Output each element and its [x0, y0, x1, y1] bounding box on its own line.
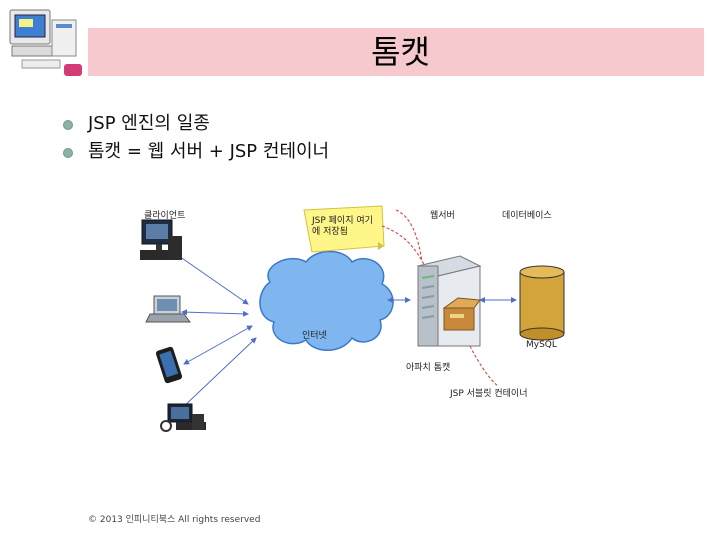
laptop-icon: [145, 295, 191, 323]
database-cylinder-icon: [519, 265, 565, 341]
internet-cloud-icon: [259, 250, 394, 351]
copyright-footer: © 2013 인피니티북스 All rights reserved: [88, 515, 261, 525]
computer-clipart-icon: [9, 9, 82, 76]
container-label: JSP 서블릿 컨테이너: [450, 389, 528, 399]
architecture-diagram: 클라이언트 JSP 페이지 여기에 저장됨 웹서버 데이터베이스 인터넷 아파치…: [120, 196, 590, 456]
internet-label: 인터넷: [302, 331, 327, 341]
bullet-text: JSP 엔진의 일종: [88, 113, 210, 134]
tomcat-label: 아파치 톰캣: [406, 363, 451, 373]
sticky-note-icon: [303, 205, 385, 253]
bullet-dot-icon: [63, 120, 73, 130]
bullet-item: 톰캣 = 웹 서버 + JSP 컨테이너: [60, 138, 329, 166]
note-label: JSP 페이지 여기에 저장됨: [312, 216, 373, 237]
bullet-list: JSP 엔진의 일종 톰캣 = 웹 서버 + JSP 컨테이너: [60, 110, 329, 166]
desktop-computer-icon: [160, 403, 206, 432]
bullet-text: 톰캣 = 웹 서버 + JSP 컨테이너: [88, 141, 330, 162]
server-tower-icon: [416, 255, 482, 347]
database-label: 데이터베이스: [502, 211, 552, 221]
slide-title: 톰캣: [371, 33, 430, 71]
desktop-computer-icon: [140, 219, 182, 260]
bullet-item: JSP 엔진의 일종: [60, 110, 329, 138]
client-label: 클라이언트: [144, 211, 186, 221]
webserver-label: 웹서버: [430, 211, 455, 221]
title-bar: [88, 28, 704, 76]
bullet-dot-icon: [63, 148, 73, 158]
smartphone-icon: [155, 346, 183, 384]
mysql-label: MySQL: [526, 340, 557, 350]
